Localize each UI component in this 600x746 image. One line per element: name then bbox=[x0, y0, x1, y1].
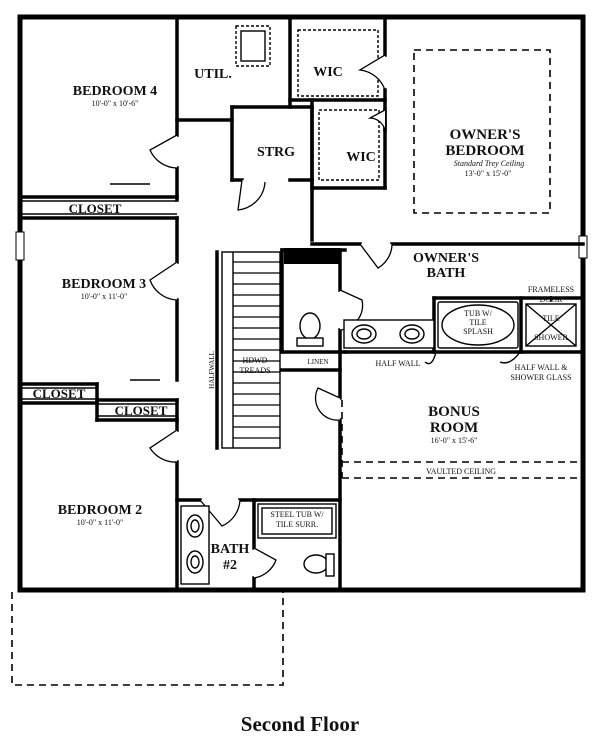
frameless-door-label-2: DOOR bbox=[540, 295, 563, 304]
vaulted-ceiling-label: VAULTED CEILING bbox=[426, 467, 496, 476]
owners-bedroom-name-1: OWNER'S bbox=[450, 127, 521, 143]
bedroom4-name: BEDROOM 4 bbox=[73, 84, 157, 99]
floor-title: Second Floor bbox=[240, 712, 360, 736]
half-wall-glass-label-1: HALF WALL & bbox=[515, 363, 569, 372]
owners-bath-name-2: BATH bbox=[427, 266, 466, 281]
fixture-labels: TUB W/ TILE SPLASH FRAMELESS DOOR TILE S… bbox=[208, 285, 574, 529]
shower-label-1: TILE bbox=[542, 314, 559, 323]
owners-bath-name-1: OWNER'S bbox=[413, 251, 479, 266]
frameless-door-label-1: FRAMELESS bbox=[528, 285, 574, 294]
steel-tub-label-2: TILE SURR. bbox=[276, 520, 318, 529]
util-name: UTIL. bbox=[194, 67, 232, 82]
bath2-name-2: #2 bbox=[223, 558, 237, 573]
bath2-name-1: BATH bbox=[211, 542, 250, 557]
owners-bedroom-dims: 13'-0" x 15'-0" bbox=[465, 169, 512, 178]
strg-name: STRG bbox=[257, 145, 295, 160]
fixtures bbox=[180, 296, 577, 585]
room-labels: BEDROOM 4 10'-0" x 10'-6" UTIL. WIC WIC … bbox=[33, 65, 525, 573]
closet-b4-name: CLOSET bbox=[69, 201, 122, 216]
tub-label-3: SPLASH bbox=[463, 327, 493, 336]
treads-label-1: HDWD bbox=[243, 356, 268, 365]
steel-tub-label-1: STEEL TUB W/ bbox=[270, 510, 324, 519]
bedroom3-name: BEDROOM 3 bbox=[62, 277, 146, 292]
bedroom2-name: BEDROOM 2 bbox=[58, 503, 142, 518]
tub-label-1: TUB W/ bbox=[464, 309, 492, 318]
closet-b3-name: CLOSET bbox=[33, 386, 86, 401]
exterior-walls bbox=[15, 14, 588, 593]
wic2-name: WIC bbox=[346, 150, 376, 165]
tub-label-2: TILE bbox=[469, 318, 486, 327]
owners-bedroom-note: Standard Trey Ceiling bbox=[454, 159, 525, 168]
bonus-room-name-2: ROOM bbox=[430, 420, 478, 436]
dashed-outlines bbox=[11, 49, 580, 686]
bonus-room-dims: 16'-0" x 15'-6" bbox=[431, 436, 478, 445]
owners-bedroom-name-2: BEDROOM bbox=[445, 143, 524, 159]
bedroom4-dims: 10'-0" x 10'-6" bbox=[92, 99, 139, 108]
half-wall-label: HALF WALL bbox=[376, 359, 421, 368]
half-wall-glass-label-2: SHOWER GLASS bbox=[510, 373, 571, 382]
bedroom2-dims: 10'-0" x 11'-0" bbox=[77, 518, 123, 527]
bedroom3-dims: 10'-0" x 11'-0" bbox=[81, 292, 127, 301]
treads-label-2: TREADS bbox=[239, 366, 270, 375]
shower-label-2: SHOWER bbox=[534, 333, 568, 342]
linen-label: LINEN bbox=[308, 358, 329, 366]
wic1-name: WIC bbox=[313, 65, 343, 80]
bonus-room-name-1: BONUS bbox=[428, 404, 480, 420]
interior-walls bbox=[18, 15, 585, 592]
staircase bbox=[215, 250, 281, 450]
doors bbox=[110, 54, 393, 579]
closet-b2-name: CLOSET bbox=[115, 403, 168, 418]
halfwall-vertical-label: HALFWALL bbox=[208, 351, 216, 389]
